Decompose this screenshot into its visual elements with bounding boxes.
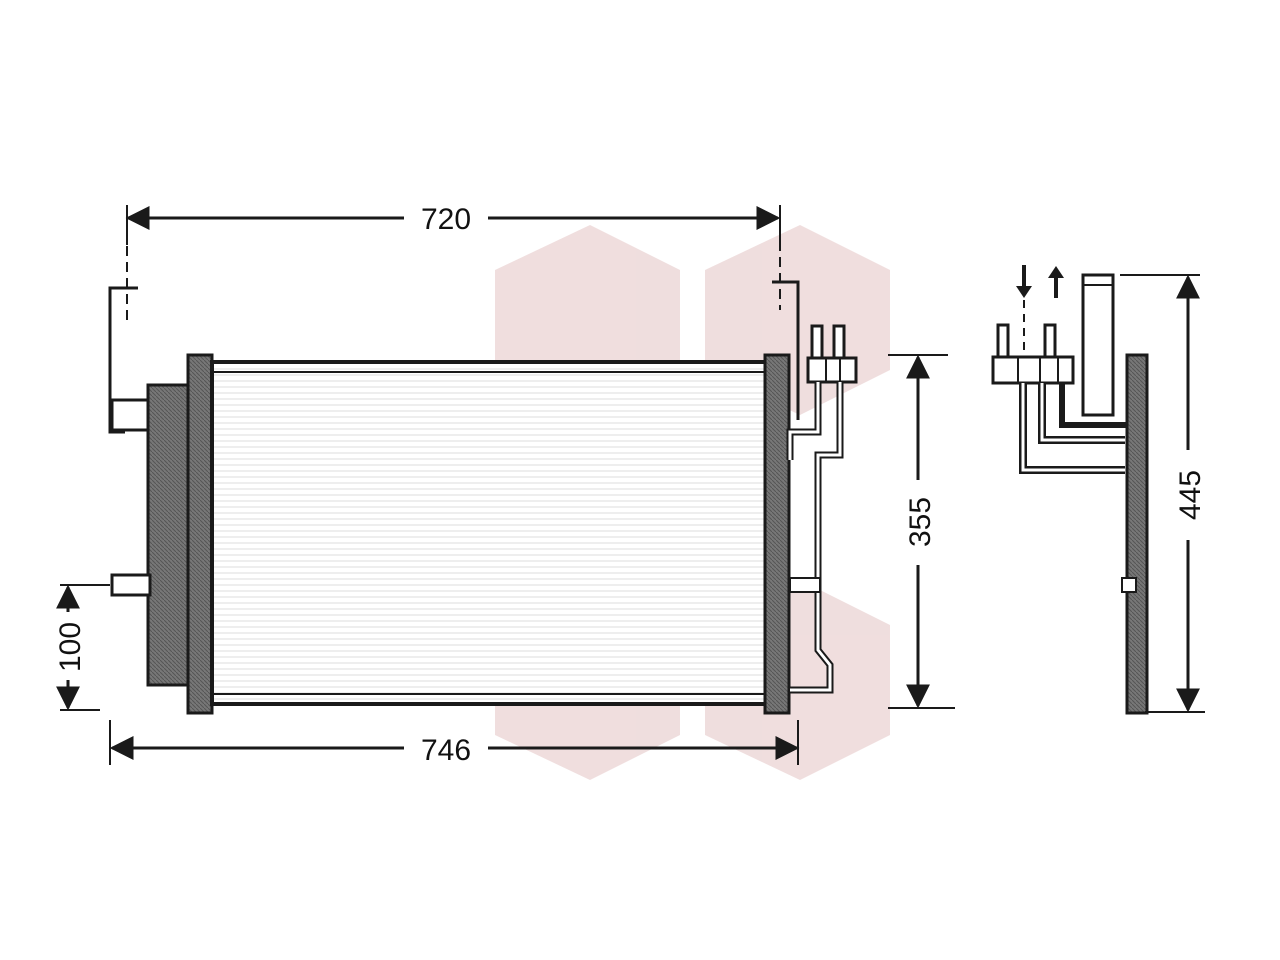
- side-view: [991, 265, 1149, 715]
- inlet-pipe-inner: [788, 382, 820, 460]
- side-pipe-outer-inner: [1021, 383, 1125, 472]
- side-port: [996, 323, 1010, 359]
- outlet-pipe-inner: [790, 382, 842, 692]
- side-pipe-inner-inner: [1040, 383, 1125, 442]
- flow-in-arrow-icon: [1016, 265, 1032, 298]
- left-header-tank: [186, 353, 214, 715]
- dimension-label-top-width: 720: [421, 203, 471, 236]
- dimension-label-bottom-width: 746: [421, 734, 471, 767]
- dimension-bottom-width: 746: [109, 720, 800, 767]
- top-left-bracket: [108, 286, 138, 434]
- left-receiver-tank: [146, 383, 192, 687]
- dimension-label-side-height: 445: [1174, 470, 1207, 520]
- dimension-label-core-height: 355: [904, 497, 937, 547]
- side-pipe-clip: [1121, 577, 1137, 593]
- dimension-label-bracket-offset: 100: [54, 622, 87, 672]
- side-connection-block: [991, 355, 1075, 385]
- left-bracket-clip: [110, 398, 152, 432]
- dimension-side-height: 445: [1120, 274, 1207, 713]
- dimension-core-height: 355: [888, 354, 955, 709]
- right-header-tank: [763, 353, 791, 715]
- pipe-clip: [789, 577, 821, 593]
- lower-left-bracket: [110, 573, 152, 597]
- side-header-tank: [1125, 353, 1149, 715]
- receiver-drier: [1081, 273, 1115, 417]
- connection-block: [806, 356, 858, 384]
- side-port: [1043, 323, 1057, 359]
- flow-out-arrow-icon: [1048, 266, 1064, 298]
- condenser-core: [210, 360, 769, 706]
- dimension-bracket-offset: 100: [54, 584, 110, 711]
- connection-port: [832, 324, 846, 360]
- dimension-top-width: 720: [125, 203, 781, 245]
- front-view: [108, 225, 858, 715]
- connection-port: [810, 324, 824, 360]
